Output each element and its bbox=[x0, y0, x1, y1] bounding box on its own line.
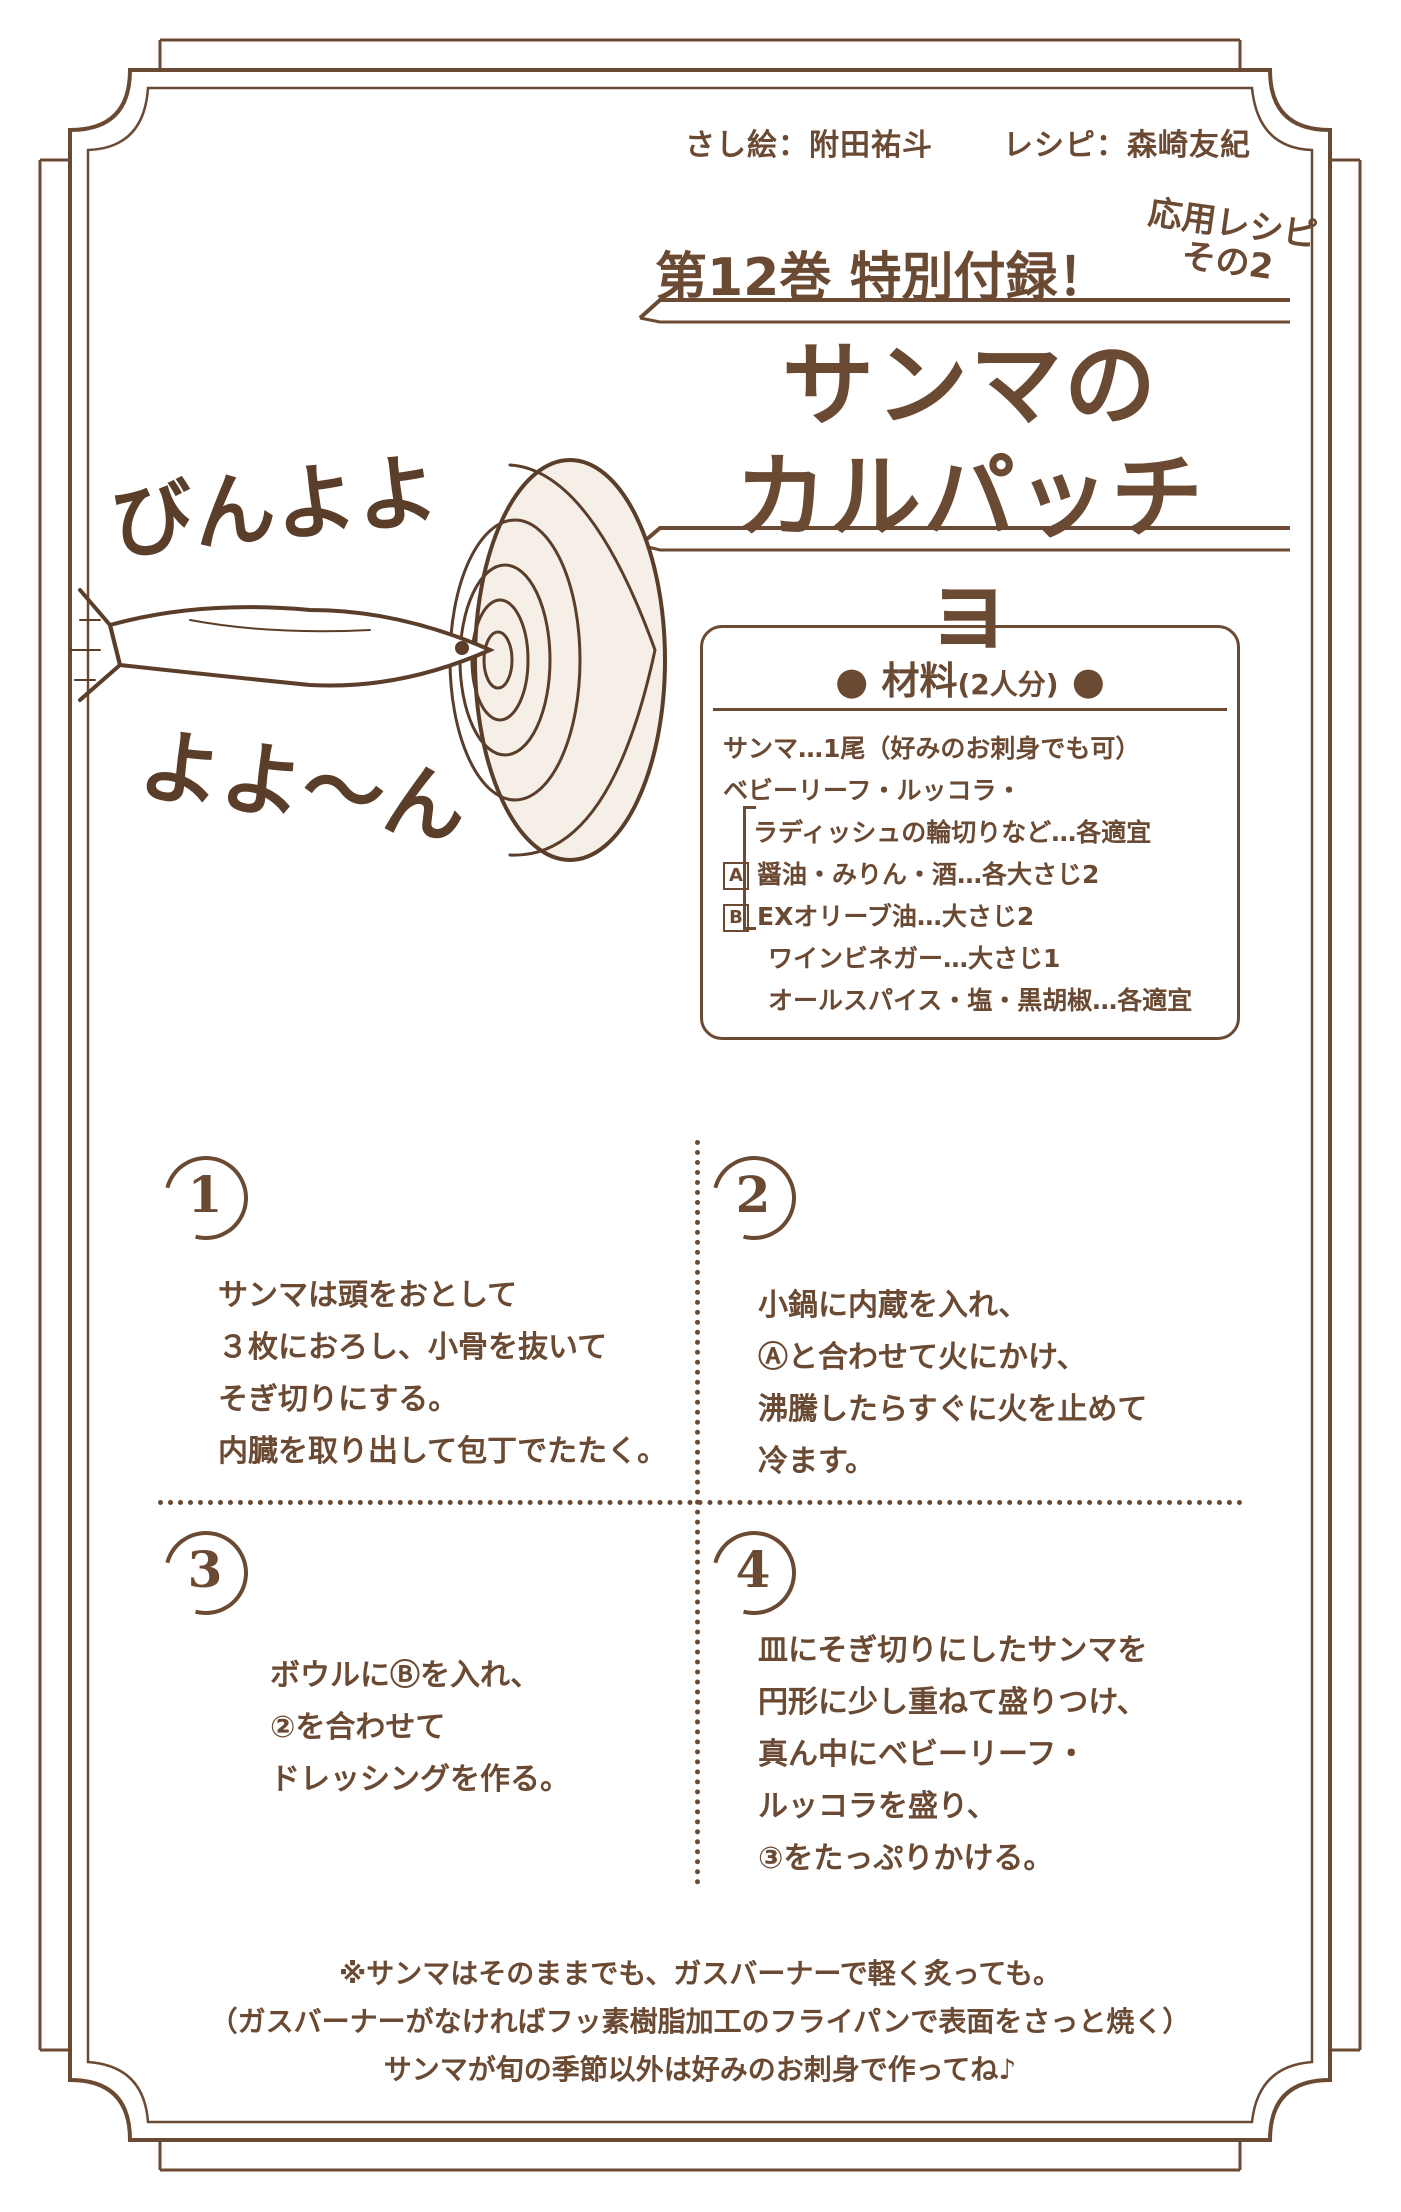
ingredient-item-group-a: A 醤油・みりん・酒…各大さじ2 bbox=[723, 854, 1233, 896]
footnote-line-2: （ガスバーナーがなければフッ素樹脂加工のフライパンで表面をさっと焼く） bbox=[209, 2005, 1191, 2038]
bullet-icon: ● bbox=[835, 659, 882, 703]
ingredients-title: 材料 bbox=[881, 659, 958, 703]
illustrator-name: 附田祐斗 bbox=[809, 128, 933, 163]
vertical-dotted-divider bbox=[695, 1140, 700, 1885]
ingredient-item: ラディッシュの輪切りなど…各適宜 bbox=[753, 818, 1152, 847]
ingredient-item: オールスパイス・塩・黒胡椒…各適宜 bbox=[768, 986, 1193, 1015]
step-line: 皿にそぎ切りにしたサンマを bbox=[758, 1633, 1148, 1668]
step-line: ドレッシングを作る。 bbox=[270, 1762, 570, 1797]
page-title: サンマの カルパッチョ bbox=[700, 330, 1240, 666]
step-line: 内臓を取り出して包丁でたたく。 bbox=[218, 1434, 668, 1469]
title-line-1: サンマの bbox=[781, 332, 1158, 439]
footnote-line-1: ※サンマはそのままでも、ガスバーナーで軽く炙っても。 bbox=[339, 1957, 1061, 1990]
horizontal-dotted-divider bbox=[158, 1500, 1243, 1505]
recipe-label: レシピ： bbox=[1003, 128, 1127, 163]
ingredients-divider bbox=[713, 708, 1227, 711]
ingredients-box: ● 材料(2人分) ● サンマ…1尾（好みのお刺身でも可） ベビーリーフ・ルッコ… bbox=[700, 625, 1240, 1040]
step-2-number: 2 bbox=[718, 1160, 788, 1230]
step-line: 冷ます。 bbox=[758, 1444, 875, 1479]
step-line: 円形に少し重ねて盛りつけ、 bbox=[758, 1685, 1147, 1720]
step-line: 真ん中にベビーリーフ・ bbox=[758, 1737, 1087, 1772]
footnote-line-3: サンマが旬の季節以外は好みのお刺身で作ってね♪ bbox=[383, 2053, 1017, 2086]
step-line: ②を合わせて bbox=[270, 1710, 446, 1745]
ingredient-item: 醤油・みりん・酒…各大さじ2 bbox=[757, 860, 1100, 889]
fish-target-illustration bbox=[70, 458, 667, 862]
recipe-author: 森崎友紀 bbox=[1127, 128, 1251, 163]
step-line: Ⓐと合わせて火にかけ、 bbox=[758, 1340, 1087, 1375]
footnote: ※サンマはそのままでも、ガスバーナーで軽く炙っても。 （ガスバーナーがなければフ… bbox=[160, 1950, 1240, 2094]
step-line: ３枚におろし、小骨を抜いて bbox=[218, 1330, 608, 1365]
step-4-text: 皿にそぎ切りにしたサンマを 円形に少し重ねて盛りつけ、 真ん中にベビーリーフ・ … bbox=[758, 1625, 1147, 1885]
step-line: そぎ切りにする。 bbox=[218, 1382, 459, 1417]
step-4-number: 4 bbox=[718, 1535, 788, 1605]
step-line: 沸騰したらすぐに火を止めて bbox=[758, 1392, 1148, 1427]
ingredients-list: サンマ…1尾（好みのお刺身でも可） ベビーリーフ・ルッコラ・ ラディッシュの輪切… bbox=[723, 728, 1233, 1022]
ingredient-item: ワインビネガー…大さじ1 bbox=[768, 944, 1061, 973]
servings: (2人分) bbox=[957, 668, 1059, 701]
illustrator-label: さし絵： bbox=[685, 128, 809, 163]
ingredient-item: サンマ…1尾（好みのお刺身でも可） bbox=[723, 734, 1141, 763]
group-b-bracket bbox=[743, 806, 756, 930]
ingredient-item: ベビーリーフ・ルッコラ・ bbox=[723, 776, 1022, 805]
step-line: ③をたっぷりかける。 bbox=[758, 1841, 1054, 1876]
step-2-text: 小鍋に内蔵を入れ、 Ⓐと合わせて火にかけ、 沸騰したらすぐに火を止めて 冷ます。 bbox=[758, 1280, 1147, 1488]
group-a-label: A bbox=[723, 862, 749, 890]
step-line: ボウルにⒷを入れ、 bbox=[270, 1658, 541, 1693]
ingredient-item: EXオリーブ油…大さじ2 bbox=[757, 902, 1035, 931]
group-b-label: B bbox=[723, 904, 749, 932]
ingredient-item-group-b: B EXオリーブ油…大さじ2 bbox=[723, 896, 1233, 938]
step-3-number: 3 bbox=[170, 1535, 240, 1605]
step-3-text: ボウルにⒷを入れ、 ②を合わせて ドレッシングを作る。 bbox=[270, 1650, 570, 1806]
step-1-text: サンマは頭をおとして ３枚におろし、小骨を抜いて そぎ切りにする。 内臓を取り出… bbox=[218, 1270, 667, 1478]
step-line: サンマは頭をおとして bbox=[218, 1278, 518, 1313]
step-1-number: 1 bbox=[170, 1160, 240, 1230]
step-line: 小鍋に内蔵を入れ、 bbox=[758, 1288, 1029, 1323]
credits: さし絵：附田祐斗 レシピ：森崎友紀 bbox=[685, 120, 1251, 164]
step-line: ルッコラを盛り、 bbox=[758, 1789, 997, 1824]
bullet-icon: ● bbox=[1058, 659, 1105, 703]
title-line-2: カルパッチョ bbox=[734, 444, 1205, 663]
ingredients-heading: ● 材料(2人分) ● bbox=[703, 650, 1237, 705]
